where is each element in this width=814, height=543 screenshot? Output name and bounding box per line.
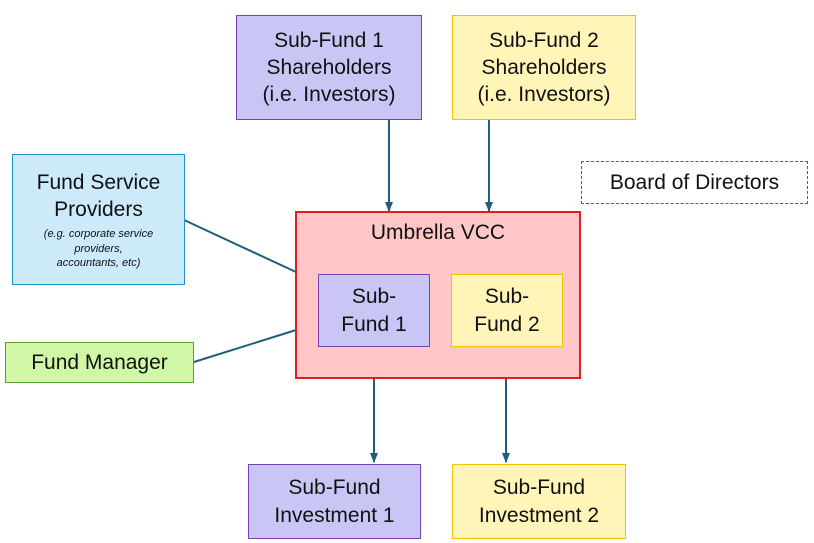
sub-fund-2-shareholders-line-1: Sub-Fund 2 (489, 28, 599, 52)
service-providers-note: (e.g. corporate service providers, accou… (44, 227, 153, 270)
investment-2-line-2: Investment 2 (478, 503, 600, 527)
umbrella-vcc-label: Umbrella VCC (370, 221, 506, 244)
link-service-providers-to-umbrella (183, 219, 297, 273)
fund-manager-label: Fund Manager (31, 350, 168, 374)
sub-fund-2-line-2: Fund 2 (474, 312, 540, 336)
sub-fund-2-box: Sub- Fund 2 (451, 274, 563, 347)
fund-service-providers-box: Fund Service Providers (e.g. corporate s… (12, 154, 185, 285)
sub-fund-1-shareholders-line-2: Shareholders (266, 55, 392, 79)
investment-1-line-2: Investment 1 (274, 503, 395, 527)
service-providers-title-line-1: Fund Service (36, 170, 161, 194)
board-of-directors-label: Board of Directors (609, 170, 780, 194)
sub-fund-1-line-1: Sub- (351, 285, 397, 309)
sub-fund-2-shareholders-box: Sub-Fund 2 Shareholders (i.e. Investors) (452, 15, 636, 120)
sub-fund-1-shareholders-line-1: Sub-Fund 1 (274, 28, 384, 52)
fund-manager-box: Fund Manager (5, 342, 194, 383)
sub-fund-1-box: Sub- Fund 1 (318, 274, 430, 347)
sub-fund-2-shareholders-line-2: Shareholders (481, 55, 607, 79)
board-of-directors-box: Board of Directors (581, 161, 808, 204)
service-providers-note-line-2: providers, (74, 242, 123, 255)
sub-fund-1-shareholders-box: Sub-Fund 1 Shareholders (i.e. Investors) (236, 15, 422, 120)
service-providers-title-line-2: Providers (54, 198, 143, 222)
service-providers-note-line-1: (e.g. corporate service (43, 228, 154, 241)
link-fund-manager-to-umbrella (193, 329, 297, 363)
sub-fund-2-shareholders-line-3: (i.e. Investors) (477, 83, 611, 107)
sub-fund-2-line-1: Sub- (484, 285, 530, 309)
investment-2-line-1: Sub-Fund (492, 476, 586, 500)
sub-fund-1-line-2: Fund 1 (341, 312, 407, 336)
service-providers-note-line-3: accountants, etc) (56, 256, 141, 269)
sub-fund-1-shareholders-line-3: (i.e. Investors) (262, 83, 396, 107)
investment-1-line-1: Sub-Fund (288, 476, 381, 500)
sub-fund-investment-1-box: Sub-Fund Investment 1 (248, 464, 421, 539)
sub-fund-investment-2-box: Sub-Fund Investment 2 (452, 464, 626, 539)
